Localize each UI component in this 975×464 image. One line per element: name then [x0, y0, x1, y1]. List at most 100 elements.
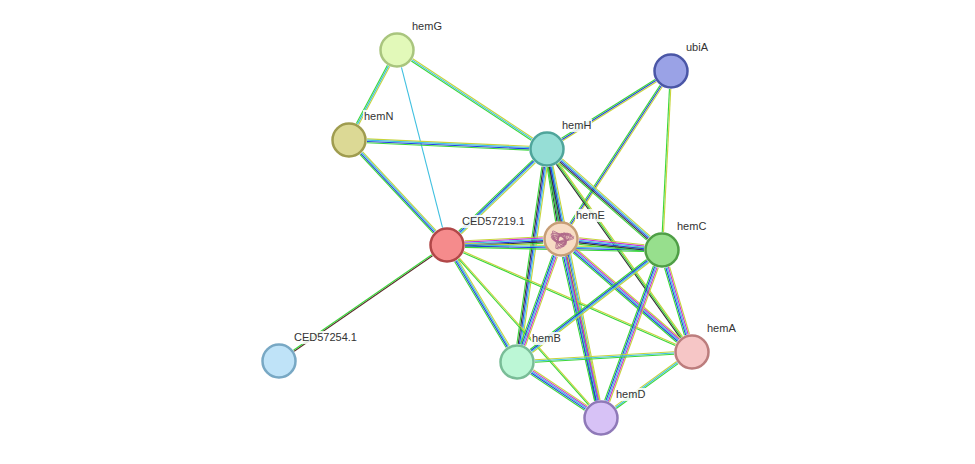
interaction-edge [664, 89, 671, 232]
evidence-strand [670, 267, 690, 334]
evidence-strand [552, 166, 599, 400]
protein-node: CED57219.1 [429, 227, 465, 263]
node-label: hemH [561, 119, 592, 132]
protein-node: hemA [674, 334, 710, 370]
evidence-strand [572, 87, 662, 225]
interaction-edge [616, 363, 678, 408]
interaction-edge [367, 139, 529, 150]
evidence-strand [531, 374, 585, 410]
evidence-strand [615, 362, 677, 407]
node-circle [379, 32, 415, 68]
node-circle [545, 223, 578, 256]
evidence-strand [360, 154, 433, 233]
node-label: hemB [531, 332, 562, 345]
node-label: hemG [411, 20, 443, 33]
evidence-strand [553, 166, 600, 400]
interaction-edge [535, 352, 674, 363]
node-circle [499, 344, 535, 380]
evidence-strand [666, 268, 686, 335]
protein-node: hemH [529, 131, 565, 167]
interaction-edge [532, 262, 649, 352]
evidence-strand [668, 267, 688, 334]
evidence-strand [562, 257, 594, 401]
evidence-strand [411, 61, 531, 140]
evidence-strand [455, 261, 507, 347]
evidence-strand [517, 166, 542, 343]
node-label: hemE [575, 209, 606, 222]
evidence-strand [367, 143, 529, 150]
node-circle [583, 400, 619, 436]
interaction-edge [535, 353, 674, 361]
evidence-strand [459, 160, 533, 231]
evidence-strand [662, 89, 669, 232]
interaction-edge [293, 255, 432, 352]
evidence-strand [533, 370, 587, 406]
interaction-edge [460, 162, 534, 233]
interaction-edge [565, 257, 597, 401]
interaction-edge [412, 60, 532, 139]
evidence-strand [458, 259, 510, 345]
evidence-strand [293, 255, 431, 351]
interaction-edge [457, 260, 509, 346]
interaction-edge [411, 59, 532, 140]
evidence-strand [567, 256, 599, 400]
evidence-strand [605, 266, 654, 400]
evidence-strand [579, 244, 644, 251]
node-circle [261, 343, 297, 379]
interaction-edge [562, 256, 599, 401]
node-circle [429, 227, 465, 263]
protein-node: ubiA [653, 53, 689, 89]
protein-structure [551, 231, 574, 249]
evidence-strand [562, 79, 656, 138]
interaction-edge [532, 372, 586, 408]
evidence-strand [616, 364, 678, 409]
evidence-strand [566, 256, 598, 400]
protein-node: hemC [644, 232, 680, 268]
evidence-strand [531, 373, 585, 409]
interaction-edge [459, 160, 536, 234]
node-circle [653, 53, 689, 89]
protein-node: hemN [331, 122, 367, 158]
node-circle [381, 34, 414, 67]
evidence-strand [367, 141, 529, 148]
node-circle [644, 232, 680, 268]
interaction-edge [615, 362, 678, 409]
node-label: CED57219.1 [461, 215, 526, 228]
node-circle [333, 124, 366, 157]
interaction-edge [570, 85, 662, 224]
node-label: hemC [676, 220, 707, 233]
interaction-edge [579, 238, 645, 252]
evidence-strand [606, 266, 655, 400]
node-circle [655, 55, 688, 88]
interaction-edge [607, 267, 656, 401]
node-circle [646, 234, 679, 267]
node-circle [529, 131, 565, 167]
evidence-strand [413, 59, 533, 138]
node-circle [543, 221, 579, 257]
evidence-strand [363, 152, 436, 231]
evidence-strand [665, 268, 685, 335]
node-circle [331, 122, 367, 158]
node-circle [585, 402, 618, 435]
node-circle [674, 334, 710, 370]
interaction-edge [667, 267, 687, 334]
node-label: ubiA [685, 41, 709, 54]
evidence-strand [579, 243, 644, 250]
protein-node: hemE [543, 221, 579, 257]
evidence-strand [564, 257, 596, 401]
interaction-edge [662, 89, 670, 232]
interaction-edge [665, 267, 690, 336]
protein-node: hemG [379, 32, 415, 68]
evidence-strand [456, 261, 508, 347]
evidence-strand [361, 154, 434, 233]
evidence-strand [561, 160, 649, 237]
node-label: hemA [706, 322, 737, 335]
protein-node: hemB [499, 344, 535, 380]
interaction-edge [362, 153, 435, 232]
node-label: CED57254.1 [293, 331, 358, 344]
interaction-edge [455, 259, 510, 347]
evidence-strand [461, 163, 535, 234]
protein-node: hemD [583, 400, 619, 436]
